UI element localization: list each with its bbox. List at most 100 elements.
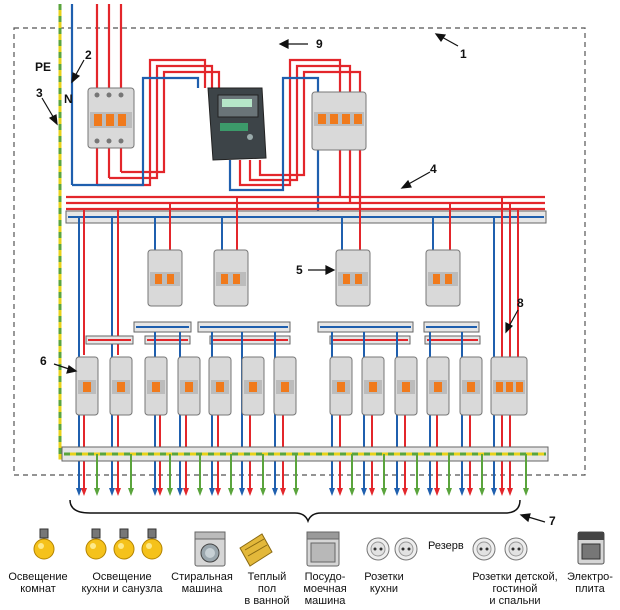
arrowhead (280, 488, 286, 496)
arrowhead (329, 488, 335, 496)
n-label: N (64, 92, 73, 106)
callout-3: 3 (36, 86, 43, 100)
arrowhead (394, 488, 400, 496)
rcd (425, 249, 461, 307)
callout-5: 5 (296, 263, 303, 277)
electricity-meter (207, 87, 267, 161)
arrowhead (215, 488, 221, 496)
arrowhead (260, 488, 266, 496)
consumer-label-stove: Электро-плита (567, 571, 613, 595)
socket-icon (394, 537, 418, 561)
circuit-breaker (144, 356, 168, 416)
callout-8: 8 (517, 296, 524, 310)
arrowhead (167, 488, 173, 496)
arrowhead (115, 488, 121, 496)
arrowhead (337, 488, 343, 496)
sub-bars (85, 321, 481, 345)
arrowhead (446, 488, 452, 496)
socket-icon (504, 537, 528, 561)
arrowhead (128, 488, 134, 496)
arrowhead (152, 488, 158, 496)
arrowhead (247, 488, 253, 496)
circuit-breaker (241, 356, 265, 416)
socket-icons (366, 537, 528, 561)
bulb-icon (113, 528, 135, 560)
supply-lines (70, 4, 362, 215)
branch-wiring (78, 197, 519, 490)
callout-6: 6 (40, 354, 47, 368)
arrowhead (349, 488, 355, 496)
circuit-breaker (75, 356, 99, 416)
arrowhead (94, 488, 100, 496)
reserve-label: Резерв (428, 540, 464, 552)
circuit-breaker (394, 356, 418, 416)
arrowhead (228, 488, 234, 496)
arrowhead (109, 488, 115, 496)
bulb-icon (33, 528, 55, 560)
callout-9: 9 (316, 37, 323, 51)
circuit-breaker (361, 356, 385, 416)
arrowhead (81, 488, 87, 496)
arrowhead (369, 488, 375, 496)
arrowhead (239, 488, 245, 496)
arrowhead (197, 488, 203, 496)
arrowhead (183, 488, 189, 496)
pe-bus (61, 446, 549, 462)
arrowhead (272, 488, 278, 496)
bulb-icons (33, 528, 163, 560)
neutral-bus (65, 210, 547, 224)
circuit-breakers (75, 356, 483, 416)
arrowhead (499, 488, 505, 496)
circuit-breaker (177, 356, 201, 416)
circuit-breaker (329, 356, 353, 416)
pe-drops (96, 454, 527, 490)
callout-7: 7 (549, 514, 556, 528)
arrowhead (76, 488, 82, 496)
circuit-breaker (273, 356, 297, 416)
callout-arrows (41, 33, 546, 523)
arrowhead (177, 488, 183, 496)
arrowhead (157, 488, 163, 496)
phase-buses (66, 195, 545, 211)
consumer-brace (69, 499, 521, 524)
rcd (147, 249, 183, 307)
stove-icon (577, 531, 605, 565)
socket-icon (366, 537, 390, 561)
group-rcds (147, 249, 461, 307)
stove-breaker (490, 356, 528, 416)
circuit-arrowheads (76, 488, 529, 496)
arrowhead (209, 488, 215, 496)
washing-machine-icon (194, 531, 226, 567)
arrowhead (402, 488, 408, 496)
arrowhead (434, 488, 440, 496)
circuit-breaker (459, 356, 483, 416)
arrowhead (479, 488, 485, 496)
pe-label: PE (35, 60, 52, 74)
arrowhead (293, 488, 299, 496)
arrowhead (381, 488, 387, 496)
circuit-breaker (426, 356, 450, 416)
bulb-icon (141, 528, 163, 560)
arrowhead (427, 488, 433, 496)
arrowhead (361, 488, 367, 496)
arrowhead (523, 488, 529, 496)
arrowhead (467, 488, 473, 496)
callout-4: 4 (430, 162, 437, 176)
bulb-icon (85, 528, 107, 560)
heated-floor-icon (239, 533, 273, 567)
arrowhead (459, 488, 465, 496)
circuit-breaker (208, 356, 232, 416)
rcd (213, 249, 249, 307)
callout-1: 1 (460, 47, 467, 61)
circuit-breaker (109, 356, 133, 416)
arrowhead (491, 488, 497, 496)
socket-icon (472, 537, 496, 561)
arrowhead (414, 488, 420, 496)
panel-enclosure (13, 27, 586, 476)
